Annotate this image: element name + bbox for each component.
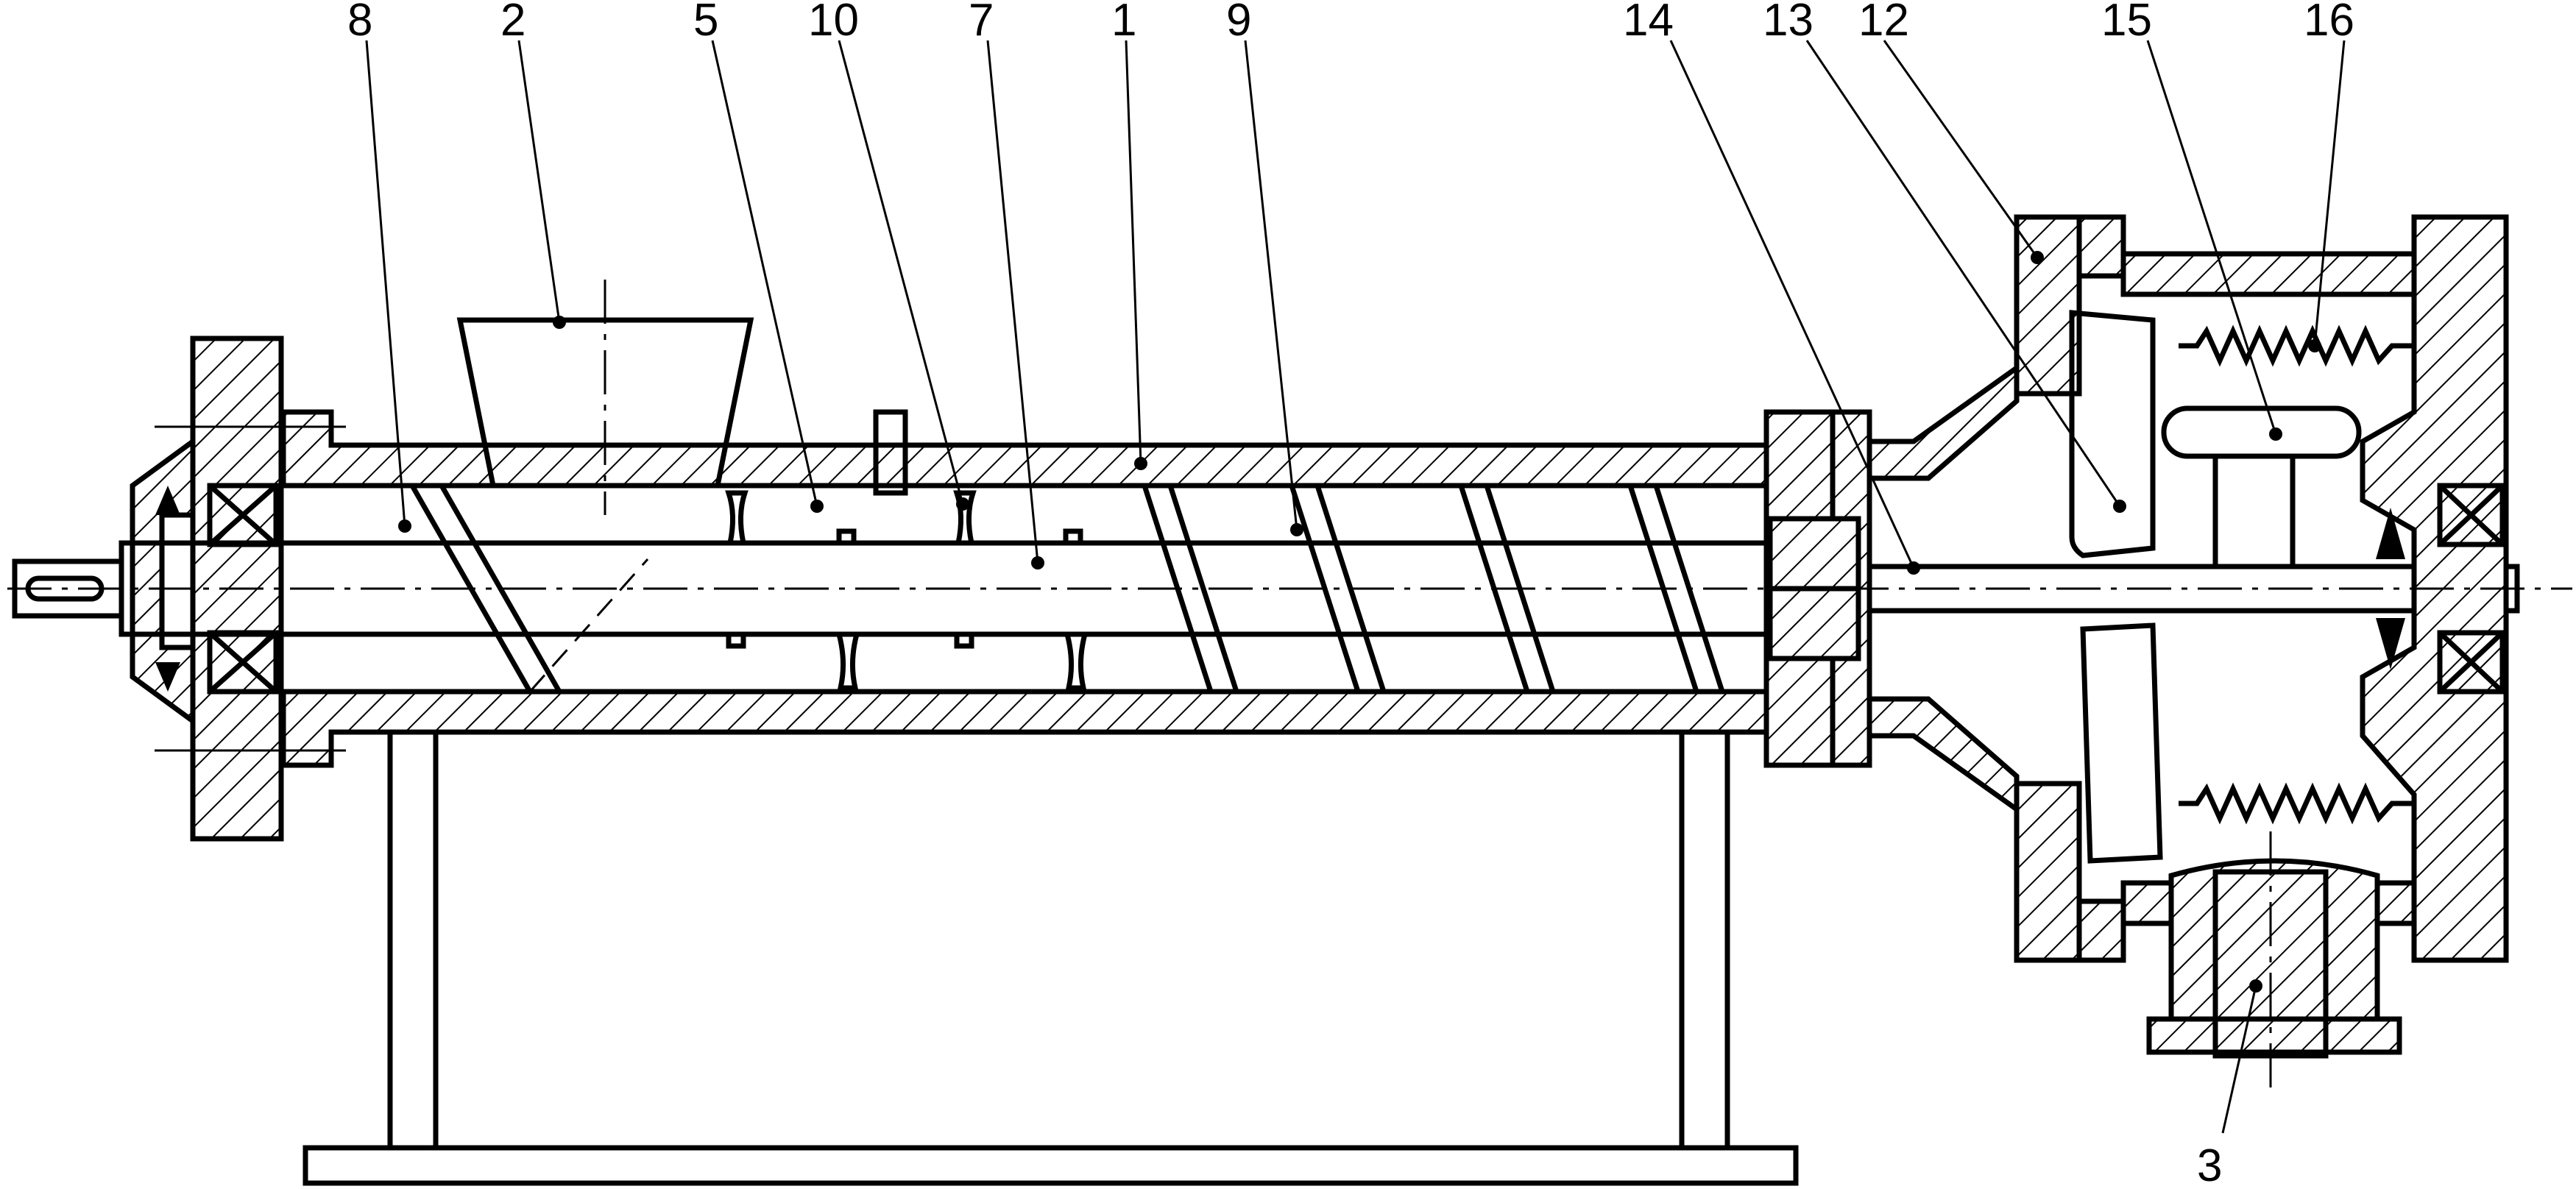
housing-lip-bottom	[2076, 898, 2126, 963]
support-frame	[302, 729, 1799, 1186]
right-leg	[1679, 729, 1730, 1151]
callout-labels: 8 2 5 10 7 1 9 14 13 12 15 16 3	[347, 0, 2354, 1189]
cutter-blade-bottom	[2080, 622, 2163, 864]
cutter-holder	[2161, 405, 2362, 459]
callout-15: 15	[2101, 0, 2152, 46]
screw-flights	[407, 483, 1726, 695]
callout-9: 9	[1226, 0, 1251, 46]
discharge-flange	[2146, 1016, 2402, 1055]
left-bearing-assembly	[130, 336, 346, 842]
housing-left-bottom	[2014, 781, 2082, 963]
discharge-outlet	[2146, 858, 2402, 1059]
cutter-blade-top	[2069, 310, 2156, 558]
cutter-stem	[2212, 453, 2296, 569]
housing-top-shell	[2120, 251, 2417, 297]
center-lines	[7, 280, 2572, 1096]
transition-top	[1866, 363, 2020, 481]
callout-5: 5	[693, 0, 718, 46]
right-bearing-bottom	[2437, 630, 2505, 695]
callout-8: 8	[347, 0, 372, 46]
cutter-blades	[2069, 310, 2163, 864]
right-bearing-top	[2437, 483, 2505, 547]
spring-bottom	[2179, 782, 2414, 825]
housing-left-top	[2014, 214, 2082, 397]
callout-7: 7	[969, 0, 994, 46]
callout-12: 12	[1858, 0, 1909, 46]
spring-top	[2179, 324, 2414, 367]
callout-2: 2	[500, 0, 526, 46]
cutter-head	[2161, 405, 2362, 569]
barrel-bottom-wall	[280, 689, 1769, 768]
feed-hopper	[456, 317, 754, 489]
callout-3: 3	[2197, 1140, 2222, 1189]
callout-10: 10	[808, 0, 859, 46]
discharge-nozzle	[2168, 858, 2380, 1026]
callout-1: 1	[1111, 0, 1136, 46]
callout-13: 13	[1763, 0, 1814, 46]
springs	[2179, 324, 2414, 825]
callout-16: 16	[2304, 0, 2354, 46]
callout-14: 14	[1623, 0, 1674, 46]
left-leg	[387, 729, 439, 1151]
housing-lip-top	[2076, 214, 2126, 279]
barrel-vent	[873, 409, 908, 496]
transition-bottom	[1866, 696, 2020, 814]
leader-lines	[365, 40, 2346, 1134]
base-plate	[302, 1145, 1799, 1186]
